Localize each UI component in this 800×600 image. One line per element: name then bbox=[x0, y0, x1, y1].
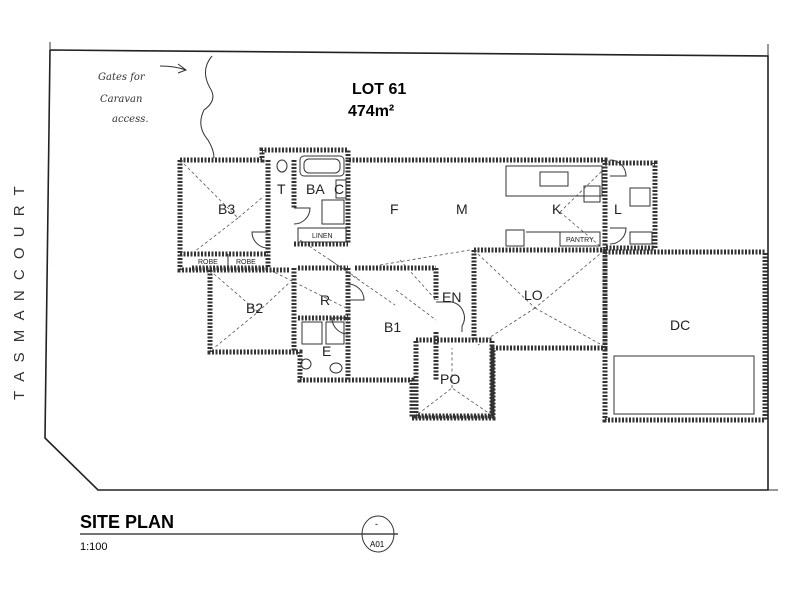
garage-outline bbox=[602, 249, 768, 423]
ensuite-vanity bbox=[325, 321, 345, 345]
room-label-f: F bbox=[390, 201, 399, 217]
roof-hip-center-3 bbox=[399, 259, 437, 301]
street-label: T A S M A N C O U R T bbox=[11, 183, 28, 400]
title-site-plan: SITE PLAN bbox=[80, 512, 174, 532]
room-label-l: L bbox=[614, 201, 622, 217]
roof-hip-b2-2 bbox=[257, 281, 291, 313]
shower bbox=[321, 199, 345, 225]
laundry-press bbox=[629, 231, 653, 245]
gates-arrow-head bbox=[177, 63, 188, 74]
room-label-r: R bbox=[320, 292, 330, 308]
toilet-bowl-1 bbox=[276, 159, 288, 173]
door-bath bbox=[293, 207, 311, 225]
gates-note-line-3: access. bbox=[112, 114, 149, 125]
roof-hip-k-2 bbox=[559, 169, 604, 213]
ensuite-toilet bbox=[300, 358, 312, 370]
label-pantry: PANTRY bbox=[566, 237, 594, 244]
gates-squiggle bbox=[200, 55, 215, 159]
room-label-dc: DC bbox=[670, 317, 690, 333]
kitchen-bench bbox=[505, 165, 603, 197]
gates-note-line-2: Caravan bbox=[100, 94, 142, 105]
lot-boundary bbox=[44, 49, 769, 491]
gates-arrow bbox=[159, 65, 187, 71]
roof-valley-1 bbox=[379, 249, 471, 266]
roof-hip-b3-2 bbox=[193, 217, 239, 253]
roof-hip-center-2 bbox=[299, 239, 361, 281]
room-label-b2: B2 bbox=[246, 300, 263, 316]
roof-hip-center-1 bbox=[269, 269, 351, 311]
door-laundry-1 bbox=[609, 159, 627, 177]
label-robe-1: ROBE bbox=[198, 259, 218, 266]
lot-number: LOT 61 bbox=[352, 81, 406, 98]
lot-area: 474m² bbox=[348, 103, 394, 120]
ensuite-shower bbox=[301, 321, 323, 345]
gates-note-line-1: Gates for bbox=[98, 72, 146, 83]
kitchen-fridge bbox=[505, 229, 525, 247]
kitchen-sink bbox=[539, 171, 569, 187]
sheet-reference: A01 bbox=[370, 540, 385, 549]
door-entry bbox=[436, 301, 465, 327]
kitchen-cooktop bbox=[583, 185, 601, 203]
door-b3 bbox=[251, 231, 269, 249]
roof-hip-po bbox=[417, 387, 491, 415]
label-robe-2: ROBE bbox=[236, 259, 256, 266]
room-label-k: K bbox=[552, 201, 562, 217]
garage-slab bbox=[613, 355, 755, 415]
door-robe-r bbox=[347, 283, 365, 301]
roof-hip-b1 bbox=[395, 289, 437, 321]
linen-cupboard bbox=[297, 227, 347, 243]
roof-hip-b3 bbox=[183, 163, 265, 219]
ensuite-basin bbox=[329, 362, 343, 374]
bathtub-inner bbox=[303, 158, 341, 174]
title-scale: 1:100 bbox=[80, 541, 108, 553]
room-label-m: M bbox=[456, 201, 468, 217]
door-laundry-2 bbox=[609, 227, 627, 245]
room-label-b1: B1 bbox=[384, 319, 401, 335]
laundry-tub bbox=[629, 187, 651, 207]
room-label-po: PO bbox=[440, 371, 460, 387]
vanity-bath bbox=[335, 179, 347, 199]
roof-hip-lo-3 bbox=[534, 307, 601, 345]
room-label-t: T bbox=[277, 181, 286, 197]
north-marker bbox=[361, 515, 395, 553]
room-label-lo: LO bbox=[524, 287, 543, 303]
room-label-c: C bbox=[334, 181, 344, 197]
roof-hip-lo-2 bbox=[477, 307, 536, 346]
label-linen: LINEN bbox=[312, 233, 333, 240]
bathtub bbox=[299, 155, 345, 177]
roof-hip-center-4 bbox=[329, 259, 396, 306]
roof-hip-b2 bbox=[213, 273, 259, 349]
room-label-b3: B3 bbox=[218, 201, 235, 217]
room-label-en: EN bbox=[442, 289, 461, 305]
room-label-ba: BA bbox=[306, 181, 325, 197]
porch-outline bbox=[413, 337, 495, 419]
room-label-e: E bbox=[322, 343, 331, 359]
pantry-box bbox=[559, 231, 601, 247]
north-marker-dash: - bbox=[375, 519, 378, 529]
door-ensuite bbox=[331, 317, 349, 335]
